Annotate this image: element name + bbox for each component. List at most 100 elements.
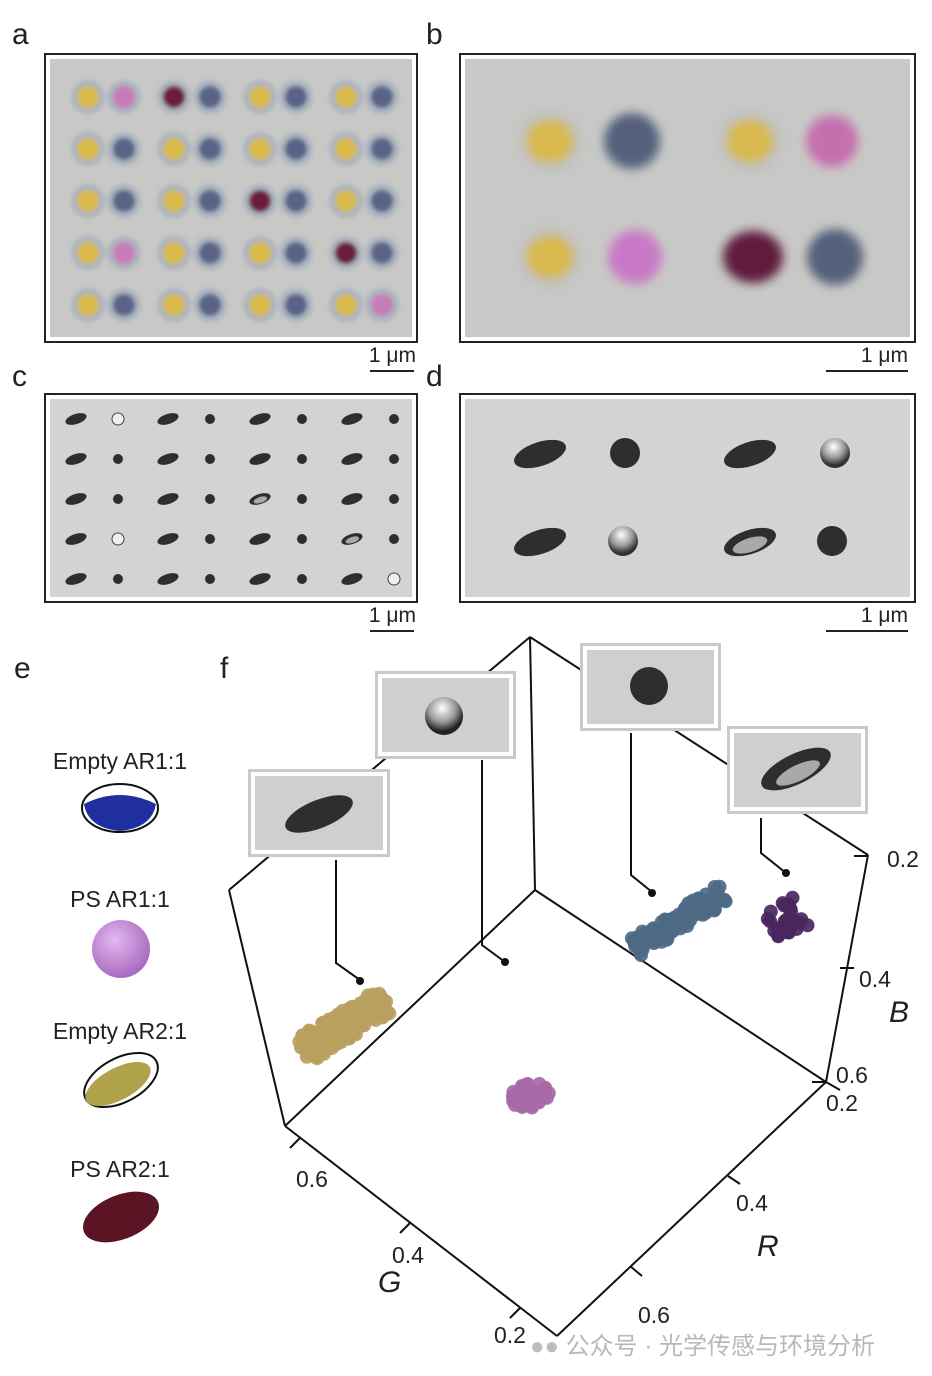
sem-ellipse-hole [157,573,179,585]
scale-bar-d-line [826,630,908,632]
scatter-point [784,904,798,919]
sem-ellipse-hole [341,453,363,465]
sem-ellipse-hole [65,573,87,585]
sem-round-hole [389,494,399,504]
sem-round-hole [389,534,399,544]
micro-dot [199,190,221,212]
b-tick-0.2: 0.2 [887,846,919,872]
scale-bar-a: 1 μm [360,344,416,372]
scatter-point [361,988,375,1003]
micrograph-b [459,53,916,343]
scatter-point [709,891,724,906]
wechat-icon: ●● [530,1333,559,1360]
watermark-text: 公众号 · 光学传感与环境分析 [565,1333,875,1360]
micro-dot [335,86,357,108]
micro-dot [163,294,185,316]
micro-dot [335,190,357,212]
micro-dot [77,242,99,264]
sem-d-holes [514,438,850,557]
micro-dot [113,138,135,160]
sem-ellipse-hole [341,573,363,585]
sem-round-hole [113,574,123,584]
sem-thumb-ps-ar11 [375,671,516,759]
micro-dot [335,294,357,316]
r-tick-0.2: 0.2 [826,1090,858,1116]
micro-dot [371,294,393,316]
sem-bead [111,532,125,546]
micro-dot [113,86,135,108]
scatter-point [712,879,727,894]
sem-bead [111,412,125,426]
panel-letter-c: c [12,360,27,393]
b-tick-0.6: 0.6 [836,1062,868,1088]
scatter-point [530,1094,545,1109]
micro-dot [77,86,99,108]
legend-label-empty-ar11: Empty AR1:1 [52,748,188,774]
micro-dot [285,294,307,316]
micro-dot [249,86,271,108]
micro-dot [371,138,393,160]
r-axis-title: R [757,1230,779,1263]
micro-dot [249,138,271,160]
scale-bar-b-label: 1 μm [860,344,908,367]
micro-dot [163,242,185,264]
scatter-point [707,902,722,917]
sem-bead [387,572,401,586]
sem-round-hole [297,534,307,544]
micrograph-a-image [50,59,412,337]
micro-dot [335,242,357,264]
rgb-scatter-3d [228,636,869,1337]
leader-lines [335,733,787,981]
sem-round-hole [205,414,215,424]
panel-letter-d: d [426,360,443,393]
sem-c [44,393,418,603]
r-tick-0.4: 0.4 [736,1190,768,1216]
sem-round-hole [205,534,215,544]
scatter-point [630,930,645,945]
legend-icon-ps-ar21 [83,1191,159,1243]
micro-dot [285,242,307,264]
sem-round-hole [297,454,307,464]
panel-letter-a: a [12,18,29,51]
micro-dot [199,294,221,316]
micro-dot [249,242,271,264]
micro-dot [249,294,271,316]
micro-dot [163,86,185,108]
sem-round-hole [297,494,307,504]
scatter-point [506,1094,521,1108]
sem-ellipse-hole [157,493,179,505]
sem-ellipse-hole [157,413,179,425]
sem-round-hole [205,494,215,504]
g-axis-title: G [378,1266,402,1299]
legend-icon-empty-ar21 [83,1051,159,1109]
scatter-point [377,1008,392,1023]
legend-icon-ps-ar11 [92,920,150,978]
leader-dots [356,869,790,985]
micro-dot [285,190,307,212]
b-tick-0.4: 0.4 [859,966,891,992]
sem-round-hole [297,414,307,424]
micro-dot [249,190,271,212]
micrograph-a-dots [71,80,399,322]
sem-round-hole [389,414,399,424]
scatter-point [664,918,679,933]
sem-thumb-empty-ar21 [248,769,390,857]
sem-round-hole [297,574,307,584]
sem-filled-ellipse [345,536,360,544]
scatter-point [334,1034,349,1049]
sem-thumb-ellipse-hole [285,795,353,833]
scatter-point [525,1082,540,1097]
g-tick-0.4: 0.4 [392,1242,424,1268]
scale-bar-a-line [370,370,414,372]
axis-ticks [289,855,868,1319]
micro-dot [371,190,393,212]
sem-c-holes [65,412,401,586]
micro-dot [371,242,393,264]
g-tick-0.6: 0.6 [296,1166,328,1192]
micro-dot [113,242,135,264]
legend-label-ps-ar11: PS AR1:1 [70,886,170,912]
b-axis-title: B [889,996,910,1029]
scale-bar-c-line [370,630,414,632]
micro-dot [199,86,221,108]
sem-ellipse-hole [65,453,87,465]
